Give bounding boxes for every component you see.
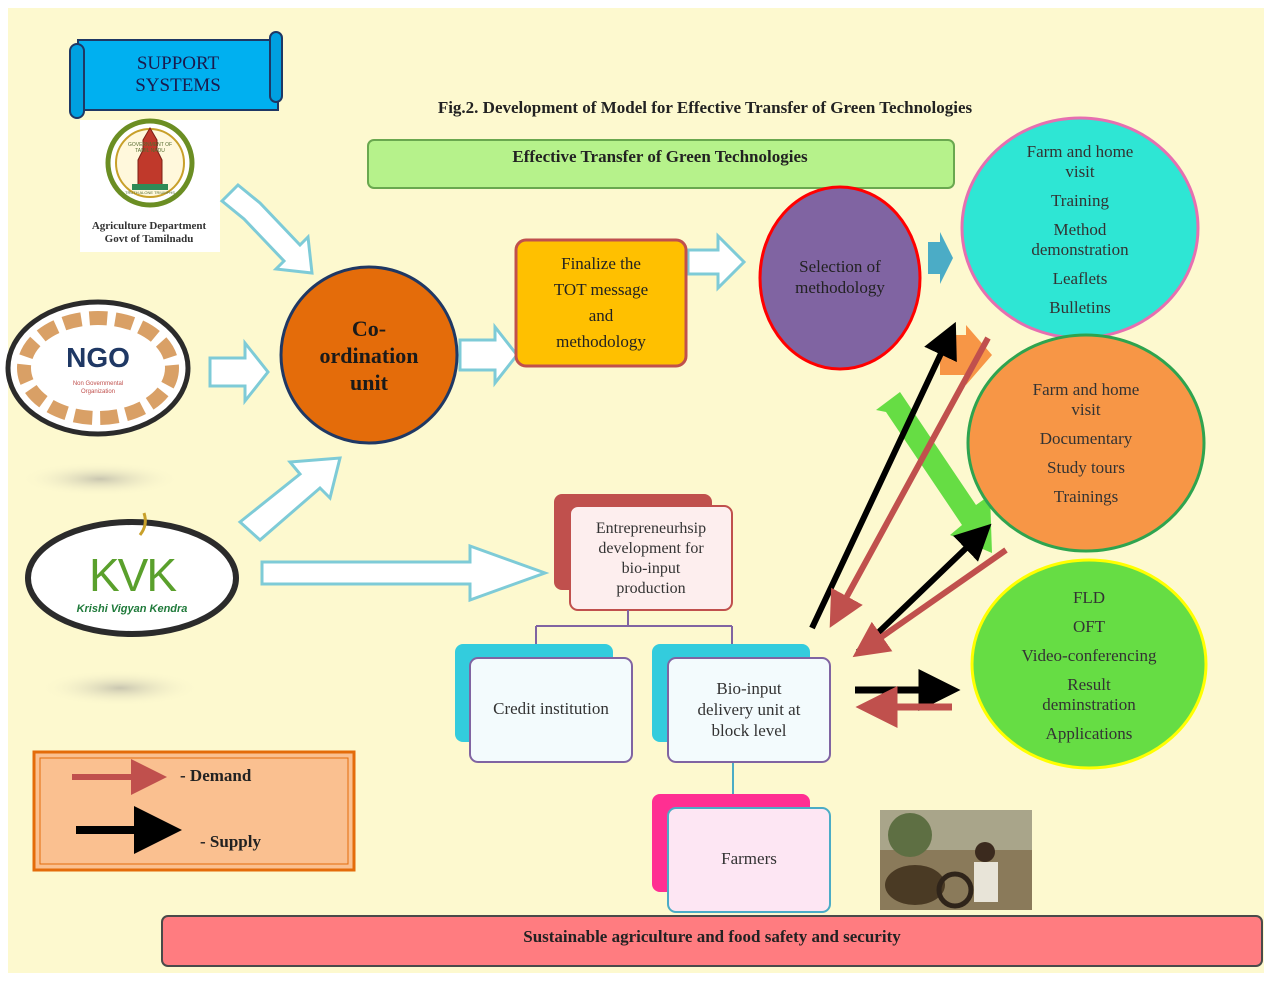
- finalize-tot-label: Finalize the TOT message and methodology: [553, 254, 649, 351]
- ngo-abbr: NGO: [66, 342, 130, 373]
- entrepreneurship-label: Entrepreneurhsip development for bio-inp…: [595, 520, 707, 597]
- method-item: Video-conferencing: [1021, 646, 1157, 665]
- method-item: Training: [1051, 191, 1109, 210]
- kvk-logo-icon: [25, 512, 239, 637]
- agriculture-seal-text: GOVERNMENT OF TAMIL NADU: [127, 142, 173, 154]
- farmer-photo: [880, 810, 1032, 910]
- support-systems-banner: [69, 31, 283, 119]
- method-item: Method demonstration: [1031, 220, 1129, 259]
- method-item: FLD: [1072, 588, 1106, 607]
- method-item: OFT: [1072, 617, 1106, 636]
- bottom-banner-label: Sustainable agriculture and food safety …: [523, 927, 901, 946]
- shadow-decoration: [40, 670, 200, 706]
- methods-group2-circle: [966, 333, 1206, 553]
- selection-methodology-label: Selection of methodology: [795, 257, 885, 297]
- bio-input-delivery-box: [667, 657, 831, 763]
- arrow-coordination-to-finalize: [458, 322, 519, 388]
- kvk-name: Krishi Vigyan Kendra: [76, 603, 188, 615]
- legend-demand-label: - Demand: [180, 766, 252, 785]
- method-item: Study tours: [1047, 457, 1125, 477]
- selection-methodology-circle: [758, 185, 922, 371]
- legend: [32, 750, 356, 872]
- method-item: Result deminstration: [1042, 675, 1136, 714]
- support-systems-label: SUPPORT SYSTEMS: [135, 53, 221, 96]
- method-item: Documentary: [1039, 428, 1133, 448]
- figure-title: Fig.2. Development of Model for Effectiv…: [437, 98, 973, 117]
- connector-lines: [535, 610, 733, 646]
- demand-arrow-from-group1: [829, 336, 991, 628]
- supply-arrow-to-group1: [809, 321, 957, 630]
- methods-group3-circle: [970, 558, 1208, 770]
- credit-institution-box: [469, 657, 633, 763]
- method-item: Bulletins: [1049, 298, 1111, 317]
- ngo-fullname: Non Governmental Organization: [72, 381, 124, 395]
- credit-institution-label: Credit institution: [493, 699, 609, 718]
- method-item: Farm and home visit: [1026, 142, 1134, 181]
- bio-input-delivery-label: Bio-input delivery unit at block level: [697, 678, 801, 740]
- farmers-label: Farmers: [721, 849, 777, 868]
- arrow-ngo-to-coordination: [208, 338, 270, 406]
- ngo-logo-icon: [5, 299, 191, 437]
- methods-group1-list: Farm and home visit Training Method demo…: [1000, 140, 1160, 320]
- effective-transfer-label: Effective Transfer of Green Technologies: [512, 147, 808, 166]
- method-item: Farm and home visit: [1032, 379, 1140, 419]
- agriculture-department-seal-icon: [80, 118, 220, 252]
- demand-arrow-from-group2: [852, 547, 1008, 658]
- arrow-kvk-to-entrepreneurship: [260, 543, 550, 603]
- agriculture-department-label: Agriculture Department Govt of Tamilnadu: [91, 220, 207, 245]
- coordination-unit-circle: [279, 265, 459, 445]
- bottom-banner: [161, 915, 1263, 967]
- arrow-finalize-to-selection: [686, 232, 747, 292]
- methods-group2-list: Farm and home visit Documentary Study to…: [1006, 378, 1166, 508]
- method-item: Trainings: [1053, 486, 1119, 506]
- arrow-agri-to-coordination: [219, 182, 314, 275]
- effective-transfer-banner: [367, 139, 955, 189]
- demand-arrows: [829, 336, 1008, 728]
- coordination-unit-label: Co- ordination unit: [319, 315, 419, 395]
- arrow-kvk-to-coordination: [237, 456, 342, 543]
- method-item: Applications: [1045, 724, 1133, 743]
- methods-group3-list: FLD OFT Video-conferencing Result demins…: [1002, 586, 1176, 746]
- arrow-selection-to-group1: [928, 232, 953, 284]
- legend-supply-label: - Supply: [200, 832, 261, 851]
- finalize-tot-box: [514, 238, 688, 368]
- farmers-box: [667, 807, 831, 913]
- entrepreneurship-box: [569, 505, 733, 611]
- agriculture-seal-motto: TRUTH ALONE TRIUMPHS: [125, 190, 175, 195]
- method-item: Leaflets: [1052, 269, 1108, 288]
- kvk-abbr: KVK: [88, 549, 177, 601]
- shadow-decoration: [20, 462, 180, 496]
